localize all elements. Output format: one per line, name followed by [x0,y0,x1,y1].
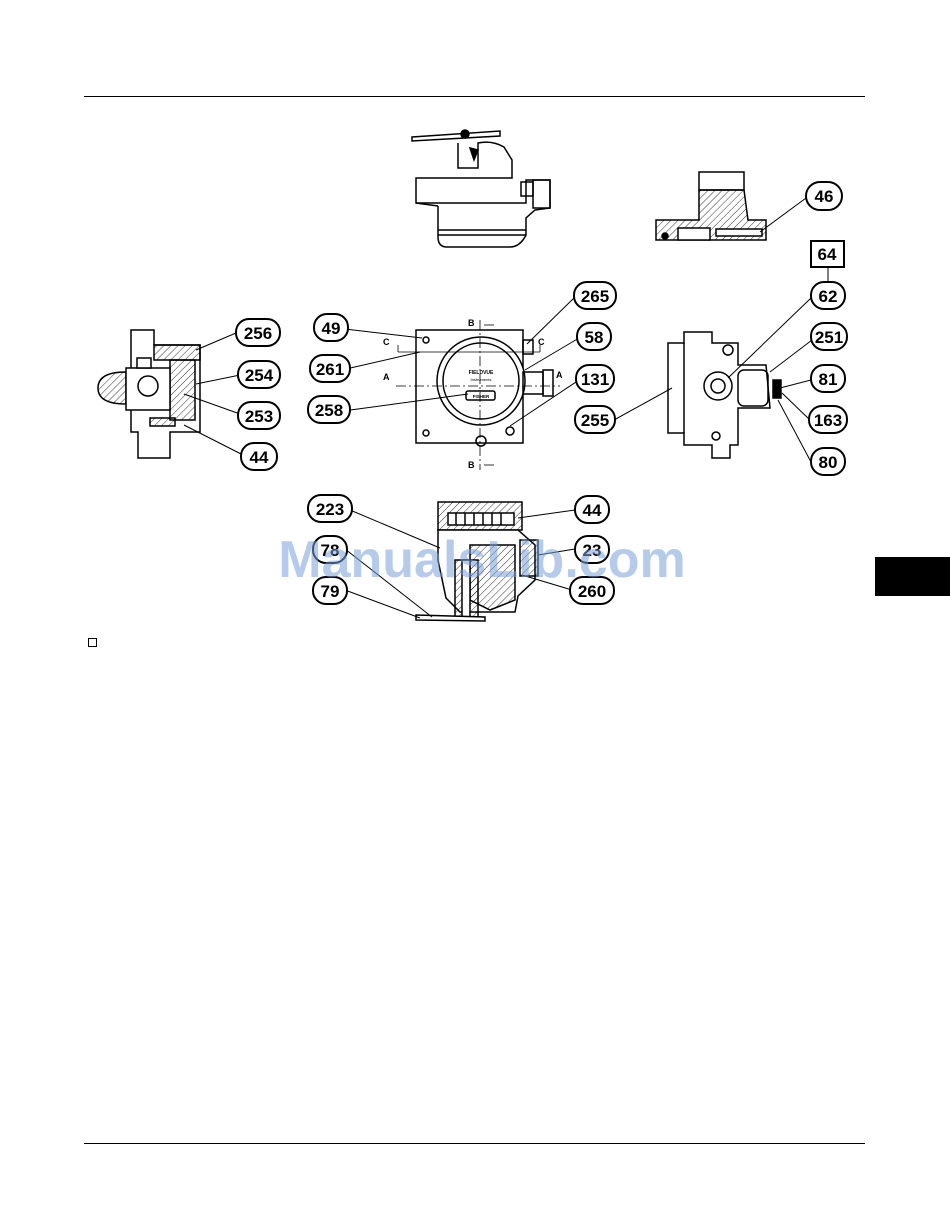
callout-163: 163 [809,406,847,433]
callout-131: 131 [576,365,614,392]
svg-text:23: 23 [583,541,602,560]
nameplate-brand: FIELDVUE [469,370,494,376]
callout-223: 223 [308,495,352,522]
callout-254: 254 [238,361,280,388]
svg-text:131: 131 [581,370,609,389]
callout-23: 23 [575,536,609,563]
callout-44-bottom: 44 [575,496,609,523]
callout-251: 251 [811,323,847,350]
nameplate-logo: FISHER [473,394,490,399]
right-side-view-drawing [668,332,781,458]
svg-text:255: 255 [581,411,609,430]
footer-rule [84,1143,865,1144]
svg-text:163: 163 [814,411,842,430]
svg-text:80: 80 [819,453,838,472]
svg-text:44: 44 [583,501,602,520]
section-mark-a-left: A [383,372,390,382]
callout-253: 253 [238,402,280,429]
callout-46: 46 [806,182,842,210]
bottom-section-drawing [416,502,538,621]
svg-text:46: 46 [815,187,834,206]
callout-265: 265 [574,282,616,309]
svg-text:78: 78 [321,541,340,560]
exploded-assembly-diagram: 46 64 62 251 81 163 80 255 265 58 131 [0,0,950,700]
svg-text:265: 265 [581,287,609,306]
svg-text:256: 256 [244,324,272,343]
top-view-drawing [412,130,550,247]
callout-49: 49 [314,314,348,341]
callout-81: 81 [811,365,845,392]
svg-text:79: 79 [321,582,340,601]
svg-text:62: 62 [819,287,838,306]
svg-text:81: 81 [819,370,838,389]
callout-80: 80 [811,448,845,475]
callout-64: 64 [811,241,844,267]
svg-text:64: 64 [818,245,837,264]
section-mark-b-bottom: B [468,460,475,470]
callout-79: 79 [313,577,347,604]
svg-text:44: 44 [250,448,269,467]
callout-255: 255 [575,406,615,433]
section-mark-c-right: C [538,337,545,347]
callout-258: 258 [308,396,350,423]
callout-260: 260 [570,577,614,604]
nameplate-subtitle: Instruments [471,377,492,382]
side-section-drawing [656,172,766,240]
callout-62: 62 [811,282,845,309]
section-mark-c-left: C [383,337,390,347]
callout-261: 261 [310,355,350,382]
svg-text:258: 258 [315,401,343,420]
svg-text:261: 261 [316,360,344,379]
section-mark-a-right: A [556,370,563,380]
callout-78: 78 [313,536,347,563]
section-mark-b-top: B [468,318,475,328]
svg-text:49: 49 [322,319,341,338]
callout-58: 58 [577,323,611,350]
callout-256: 256 [236,319,280,346]
svg-text:223: 223 [316,500,344,519]
svg-text:253: 253 [245,407,273,426]
svg-text:58: 58 [585,328,604,347]
callout-44-left: 44 [241,443,277,470]
svg-text:254: 254 [245,366,274,385]
svg-text:251: 251 [815,328,843,347]
svg-text:260: 260 [578,582,606,601]
bullet-marker [88,638,97,647]
